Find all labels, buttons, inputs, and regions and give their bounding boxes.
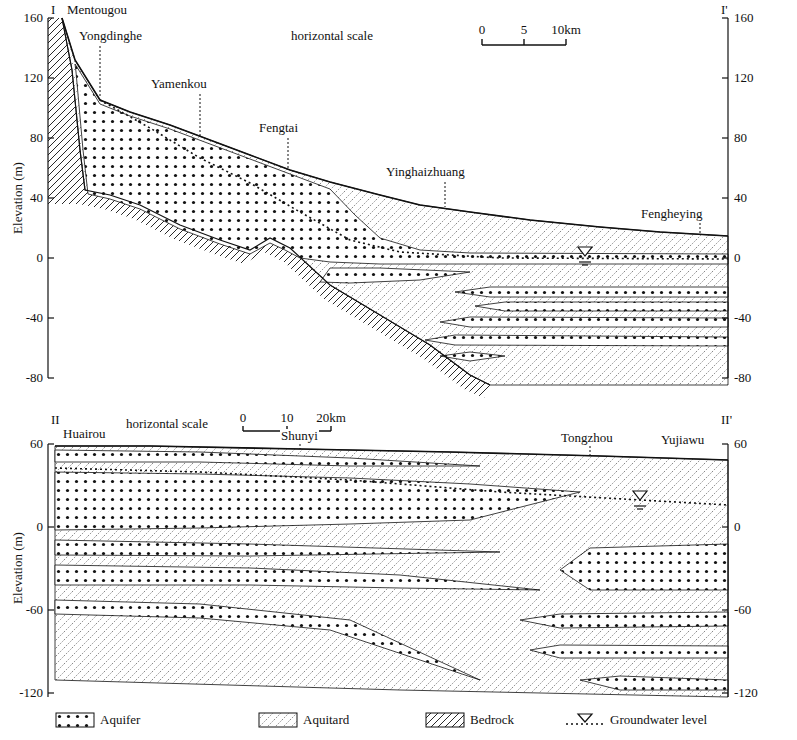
legend-swatch xyxy=(258,712,298,728)
section-two xyxy=(48,426,728,697)
aquifer xyxy=(530,645,728,658)
tick-label: 120 xyxy=(733,71,755,85)
legend-label: Aquifer xyxy=(100,712,140,728)
tick-label: 120 xyxy=(23,71,45,85)
tick-label: 80 xyxy=(733,131,748,145)
tick-label: 40 xyxy=(29,191,44,205)
aquifer xyxy=(425,335,728,346)
place-label: Yongdinghe xyxy=(78,29,143,43)
aquifer xyxy=(75,64,728,264)
tick-label: 160 xyxy=(23,11,45,25)
groundwater-line xyxy=(100,100,728,259)
tick-label: -80 xyxy=(733,371,752,385)
aquifer xyxy=(55,450,480,466)
place-label: Yujiawu xyxy=(660,433,705,447)
water-table-symbol xyxy=(633,491,647,509)
place-label: Fengheying xyxy=(640,207,703,221)
legend-item: Groundwater level xyxy=(565,712,707,728)
ground-surface xyxy=(62,18,728,236)
section-one xyxy=(48,18,728,398)
aquitard-fill xyxy=(62,18,728,385)
tick-label: 60 xyxy=(733,437,748,451)
scale-number: 10km xyxy=(550,23,582,37)
tick-label: -80 xyxy=(25,371,44,385)
legend-label: Aquitard xyxy=(303,712,349,728)
tick-label: 0 xyxy=(733,520,742,534)
aquifer xyxy=(55,565,540,590)
legend-swatch xyxy=(425,712,465,728)
aquifer xyxy=(520,612,728,628)
place-ticks xyxy=(100,46,700,233)
section-mark: I' xyxy=(720,3,729,17)
place-label: Shunyi xyxy=(280,429,319,443)
place-label: Yamenkou xyxy=(150,77,208,91)
scale-title: horizontal scale xyxy=(290,29,374,43)
scale-title: horizontal scale xyxy=(125,417,209,431)
tick-label: 80 xyxy=(29,131,44,145)
place-label: Yinghaizhuang xyxy=(385,165,466,179)
place-ticks xyxy=(300,444,590,456)
place-label: Huairou xyxy=(62,427,107,441)
aquifer xyxy=(475,302,728,311)
aquifer xyxy=(55,472,580,530)
tick-label: -60 xyxy=(733,603,752,617)
aquifer xyxy=(320,268,470,283)
aquifer xyxy=(580,676,728,690)
place-label: Tongzhou xyxy=(560,431,614,445)
aquifer xyxy=(440,317,728,327)
section-mark: II' xyxy=(720,413,733,427)
aquifer xyxy=(455,287,728,297)
bedrock-surface xyxy=(62,18,490,385)
legend-item: Bedrock xyxy=(425,712,514,728)
tick-label: 40 xyxy=(733,191,748,205)
place-label: Fengtai xyxy=(258,121,299,135)
scale-number: 0 xyxy=(478,23,487,37)
tick-label: -40 xyxy=(733,311,752,325)
place-label: Mentougou xyxy=(66,3,128,17)
tick-label: -120 xyxy=(18,686,44,700)
legend-swatch xyxy=(565,712,605,728)
scale-number: 5 xyxy=(520,23,529,37)
aquifer xyxy=(560,544,728,590)
tick-label: 0 xyxy=(36,520,45,534)
aquitard-fill xyxy=(55,446,728,697)
tick-label: 160 xyxy=(733,11,755,25)
tick-label: -120 xyxy=(733,686,759,700)
section-mark: I xyxy=(50,3,56,17)
legend-swatch xyxy=(55,712,95,728)
scale-bar xyxy=(482,39,566,45)
legend-item: Aquifer xyxy=(55,712,140,728)
ground-surface xyxy=(55,446,728,460)
axis-title: Elevation (m) xyxy=(11,531,25,605)
tick-label: -40 xyxy=(25,311,44,325)
tick-label: 0 xyxy=(733,251,742,265)
scale-number: 10 xyxy=(280,411,295,425)
groundwater-line xyxy=(55,468,728,505)
scale-number: 20km xyxy=(315,411,347,425)
tick-label: 0 xyxy=(36,251,45,265)
scale-number: 0 xyxy=(239,411,248,425)
aquifer xyxy=(55,600,480,680)
axes xyxy=(48,18,728,378)
legend-label: Bedrock xyxy=(470,712,514,728)
axis-title: Elevation (m) xyxy=(11,161,25,235)
legend-item: Aquitard xyxy=(258,712,349,728)
axes xyxy=(48,444,728,697)
tick-label: -60 xyxy=(25,603,44,617)
section-mark: II xyxy=(50,413,61,427)
tick-label: 60 xyxy=(29,437,44,451)
aquifer xyxy=(55,540,500,556)
legend-label: Groundwater level xyxy=(610,712,707,728)
water-table-symbol xyxy=(578,247,592,265)
